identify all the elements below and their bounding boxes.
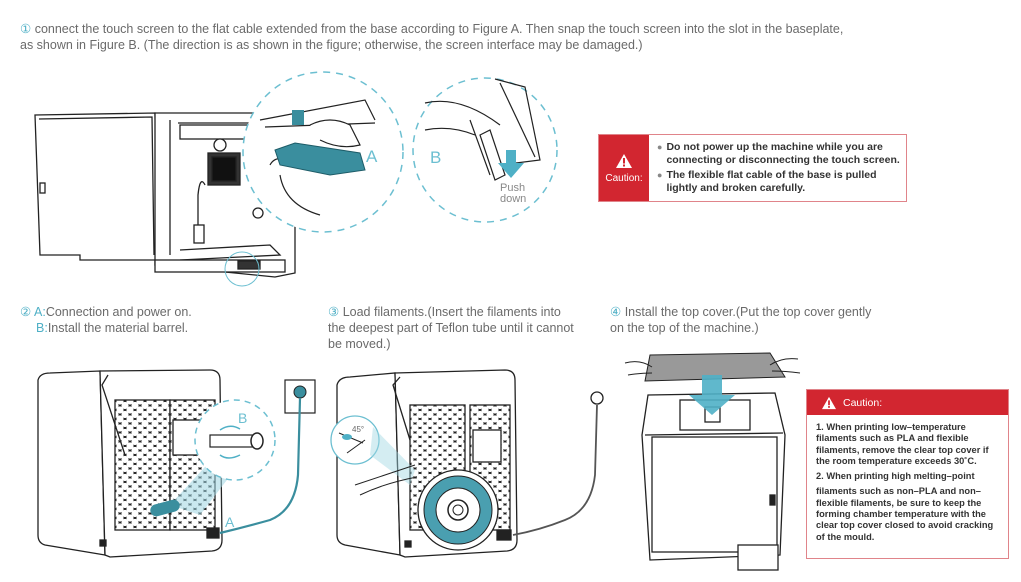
top-cover [644, 352, 786, 382]
caution-body: ●Do not power up the machine while you a… [649, 135, 906, 201]
hand-right [769, 358, 801, 374]
printer-door [34, 112, 159, 261]
figure-label-b: B [238, 410, 247, 426]
step1-number: ① [20, 22, 32, 36]
step3-figure: 45° [330, 369, 604, 558]
step3-instructions: ③ Load filaments.(Insert the filaments i… [328, 305, 574, 351]
caution-item: 2. When printing high melting–point [816, 471, 975, 482]
step2-line1: Connection and power on. [45, 305, 192, 319]
step2-figure: B A [37, 369, 316, 558]
warning-triangle-icon [822, 396, 836, 409]
caution-box-top-cover: Caution: 1. When printing low–temperatur… [806, 389, 1009, 559]
touch-screen-panel [274, 142, 366, 176]
wall-outlet [284, 379, 316, 414]
step4-figure [624, 352, 801, 571]
push-down-label-2: down [500, 193, 526, 205]
step1-line1: connect the touch screen to the flat cab… [34, 22, 844, 36]
port-highlight-circle [224, 251, 260, 287]
power-cable [512, 404, 598, 536]
caution-item: ●The flexible flat cable of the base is … [657, 169, 877, 194]
step1-line2: as shown in Figure B. (The direction is … [20, 38, 643, 52]
bullet-icon: ● [657, 170, 663, 180]
spool-holder-icon [150, 499, 180, 517]
caution-label: Caution: [843, 396, 883, 409]
step1-instructions: ① connect the touch screen to the flat c… [20, 21, 1010, 53]
down-arrow [689, 375, 735, 415]
step3-number: ③ [328, 305, 340, 319]
figure-label-a: A [225, 514, 235, 530]
magnifier-circle-b: B [194, 399, 276, 481]
printer-front [641, 392, 786, 571]
angle-label: 45° [352, 425, 364, 434]
push-down-arrow [498, 150, 524, 178]
step2-number: ② [20, 305, 32, 319]
printer-rear [37, 369, 223, 558]
magnifier-circle-a: A [242, 71, 404, 233]
power-cable [219, 397, 302, 535]
caution-item: 1. When printing low–temperature filamen… [816, 422, 989, 466]
caution-body: 1. When printing low–temperature filamen… [807, 415, 1008, 543]
filament-spool [417, 469, 499, 551]
figure-label-a: A [366, 147, 378, 166]
step4-number: ④ [610, 305, 622, 319]
caution-label: Caution: [605, 172, 643, 184]
bullet-icon: ● [657, 142, 663, 152]
caution-side-panel: Caution: [599, 135, 649, 201]
caution-box-touchscreen: Caution: ●Do not power up the machine wh… [598, 134, 907, 202]
step1-figure: A B Push down [34, 71, 558, 287]
step2-line2: Install the material barrel. [47, 321, 189, 335]
warning-triangle-icon [616, 153, 632, 168]
caution-item: filaments such as non–PLA and non–flexib… [816, 486, 994, 542]
power-plug [590, 391, 604, 405]
magnifier-circle-filament: 45° [330, 415, 380, 465]
step2-instructions: ② A:Connection and power on. B:Install t… [20, 305, 192, 335]
magnifier-circle-b: B Push down [412, 77, 558, 223]
figure-label-b: B [430, 148, 441, 167]
caution-header: Caution: [807, 390, 1008, 415]
magnify-beam [370, 427, 415, 485]
step4-instructions: ④ Install the top cover.(Put the top cov… [610, 305, 872, 335]
hand-illustration [354, 464, 418, 496]
caution-item: ●Do not power up the machine while you a… [657, 141, 900, 166]
hand-left [624, 361, 653, 376]
push-down-label-1: Push [500, 182, 525, 194]
